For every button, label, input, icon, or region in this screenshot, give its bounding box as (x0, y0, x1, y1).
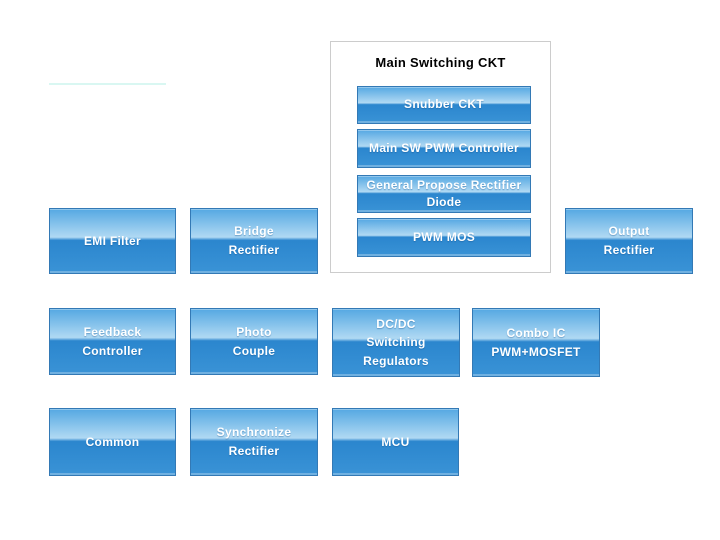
ghost-line (49, 83, 166, 85)
block-dcdc-switching-regulators[interactable]: DC/DC Switching Regulators (332, 308, 460, 377)
block-pwm-mos[interactable]: PWM MOS (357, 218, 531, 257)
block-bridge-rectifier[interactable]: Bridge Rectifier (190, 208, 318, 274)
block-combo-ic-pwm-mosfet[interactable]: Combo IC PWM+MOSFET (472, 308, 600, 377)
block-common[interactable]: Common (49, 408, 176, 476)
block-main-sw-pwm-controller[interactable]: Main SW PWM Controller (357, 129, 531, 168)
block-output-rectifier[interactable]: Output Rectifier (565, 208, 693, 274)
main-switching-ckt-group: Main Switching CKT Snubber CKT Main SW P… (330, 41, 551, 273)
block-general-propose-rectifier-diode[interactable]: General Propose Rectifier Diode (357, 175, 531, 213)
block-photo-couple[interactable]: Photo Couple (190, 308, 318, 375)
block-emi-filter[interactable]: EMI Filter (49, 208, 176, 274)
block-snubber-ckt[interactable]: Snubber CKT (357, 86, 531, 124)
block-mcu[interactable]: MCU (332, 408, 459, 476)
group-title: Main Switching CKT (375, 55, 506, 70)
block-synchronize-rectifier[interactable]: Synchronize Rectifier (190, 408, 318, 476)
block-feedback-controller[interactable]: Feedback Controller (49, 308, 176, 375)
